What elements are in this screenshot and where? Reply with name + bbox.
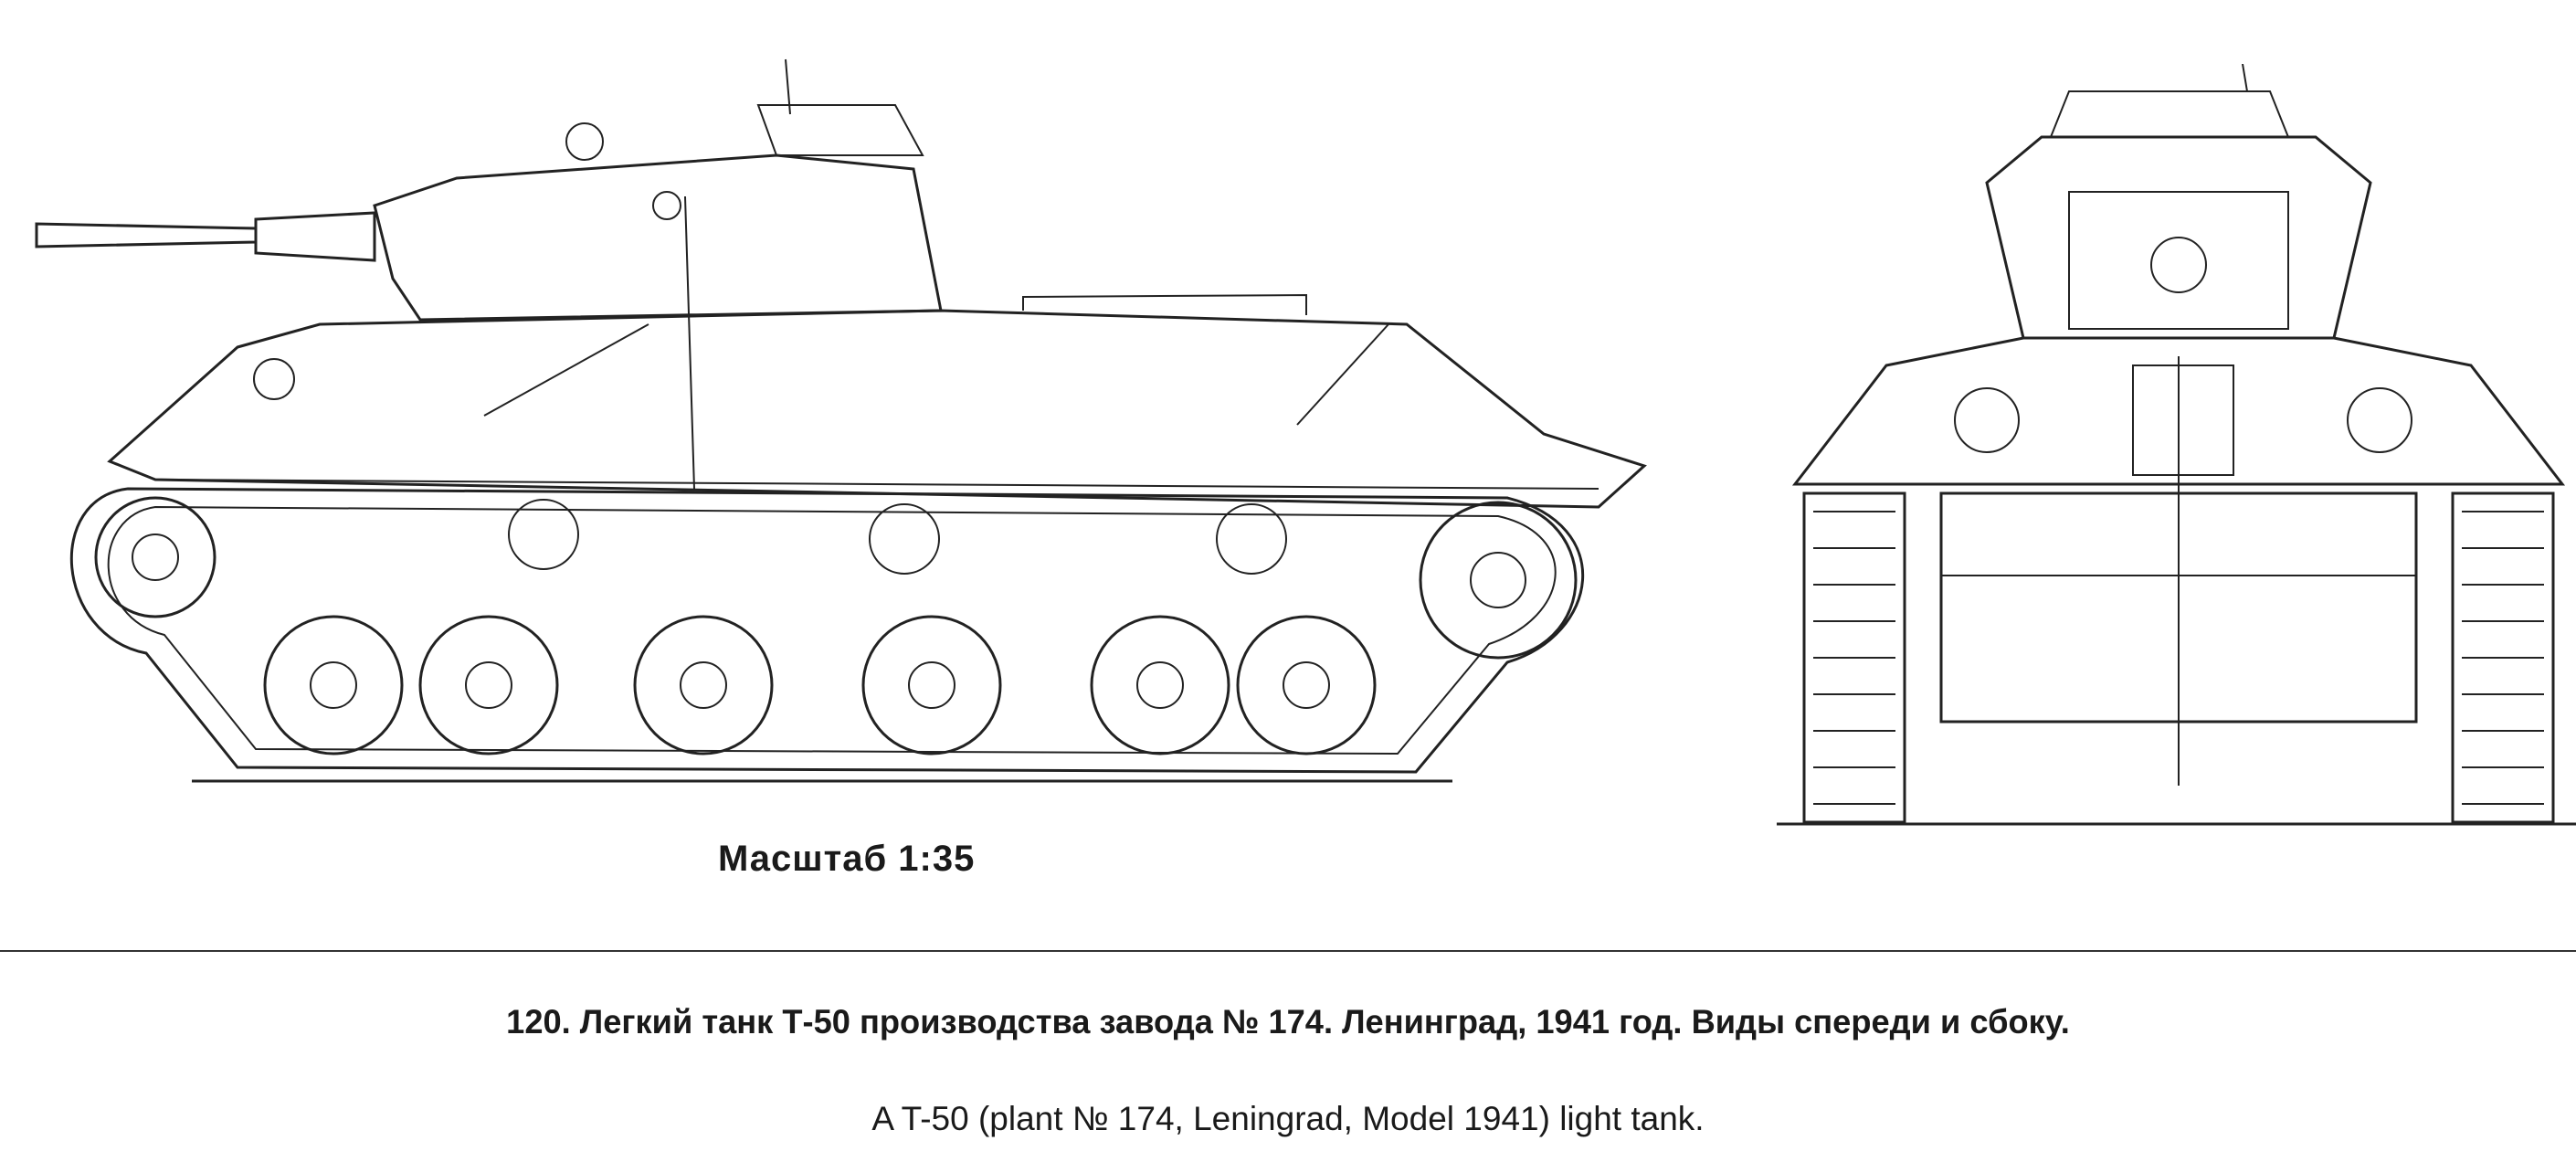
divider-line xyxy=(0,950,2576,952)
tank-front-view-drawing xyxy=(1777,64,2576,826)
tank-side-view-drawing xyxy=(35,58,1647,783)
scale-label: Масштаб 1:35 xyxy=(718,839,976,879)
caption-english: A T-50 (plant № 174, Leningrad, Model 19… xyxy=(871,1100,1705,1137)
caption-russian: 120. Легкий танк Т-50 производства завод… xyxy=(506,1003,2070,1041)
